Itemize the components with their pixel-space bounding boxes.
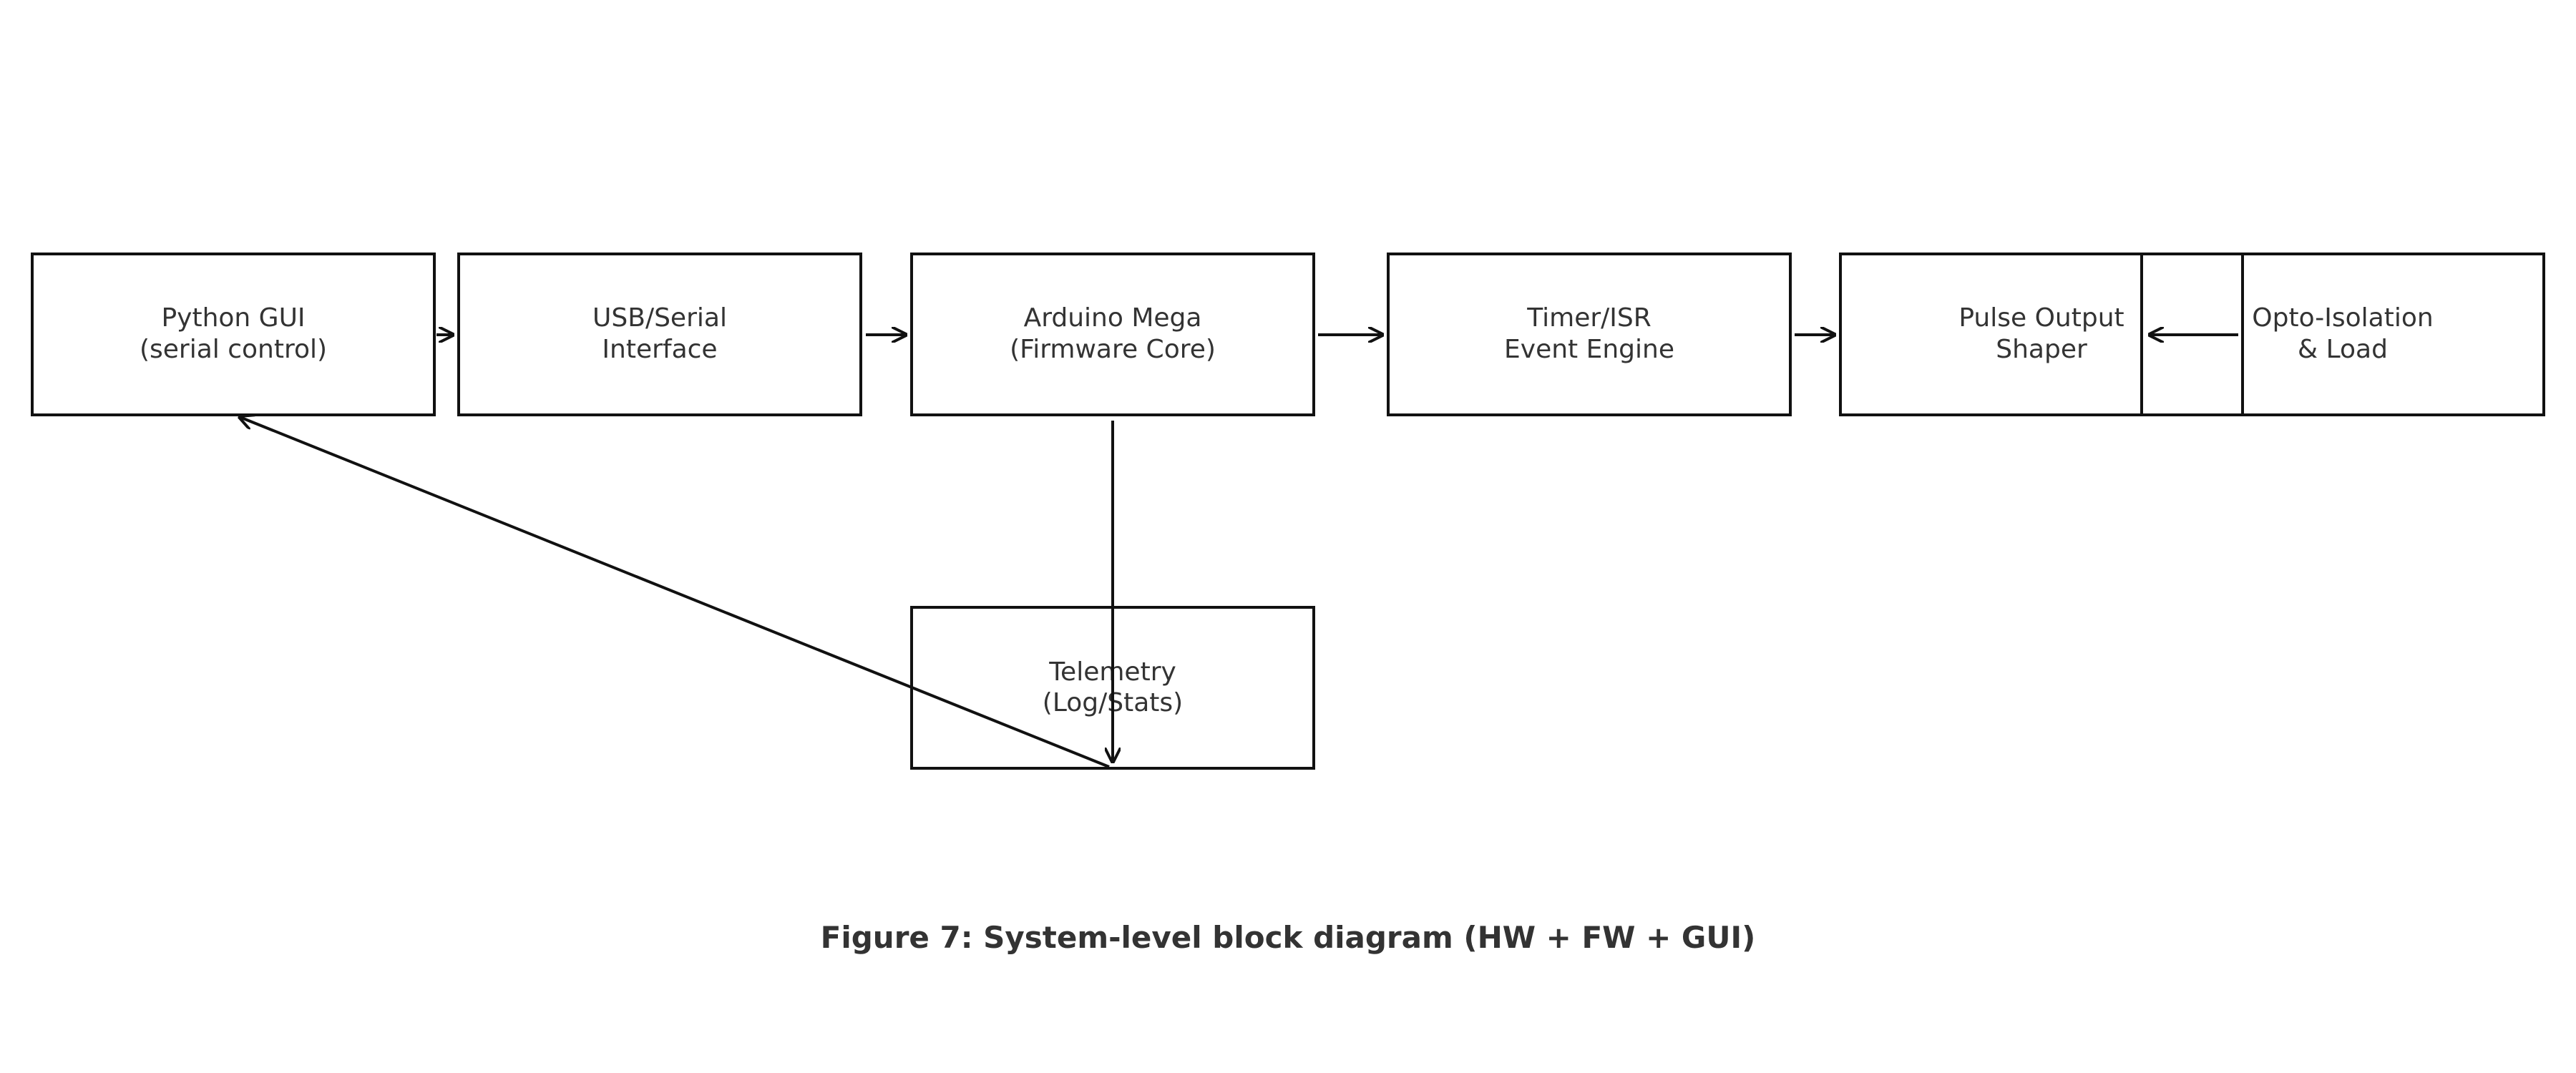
block-python-gui: Python GUI (serial control) <box>31 253 436 416</box>
block-python-gui-line2: (serial control) <box>140 335 327 364</box>
block-timer-isr: Timer/ISR Event Engine <box>1387 253 1792 416</box>
block-arduino-mega-line2: (Firmware Core) <box>1010 335 1216 364</box>
block-arduino-mega-line1: Arduino Mega <box>1024 303 1202 333</box>
block-usb-serial-line1: USB/Serial <box>592 303 727 333</box>
figure-caption: Figure 7: System-level block diagram (HW… <box>821 920 1756 955</box>
arrow-telemetry-to-gui <box>240 417 1110 768</box>
block-usb-serial: USB/Serial Interface <box>457 253 862 416</box>
block-timer-isr-line1: Timer/ISR <box>1526 303 1652 333</box>
block-pulse-output-line1: Pulse Output <box>1958 303 2124 333</box>
block-arduino-mega: Arduino Mega (Firmware Core) <box>910 253 1315 416</box>
block-usb-serial-line2: Interface <box>602 335 717 364</box>
block-opto-isolation-line1: Opto-Isolation <box>2252 303 2433 333</box>
block-pulse-output-line2: Shaper <box>1996 335 2087 364</box>
block-opto-isolation-line2: & Load <box>2298 335 2388 364</box>
block-timer-isr-line2: Event Engine <box>1504 335 1674 364</box>
block-python-gui-line1: Python GUI <box>161 303 305 333</box>
